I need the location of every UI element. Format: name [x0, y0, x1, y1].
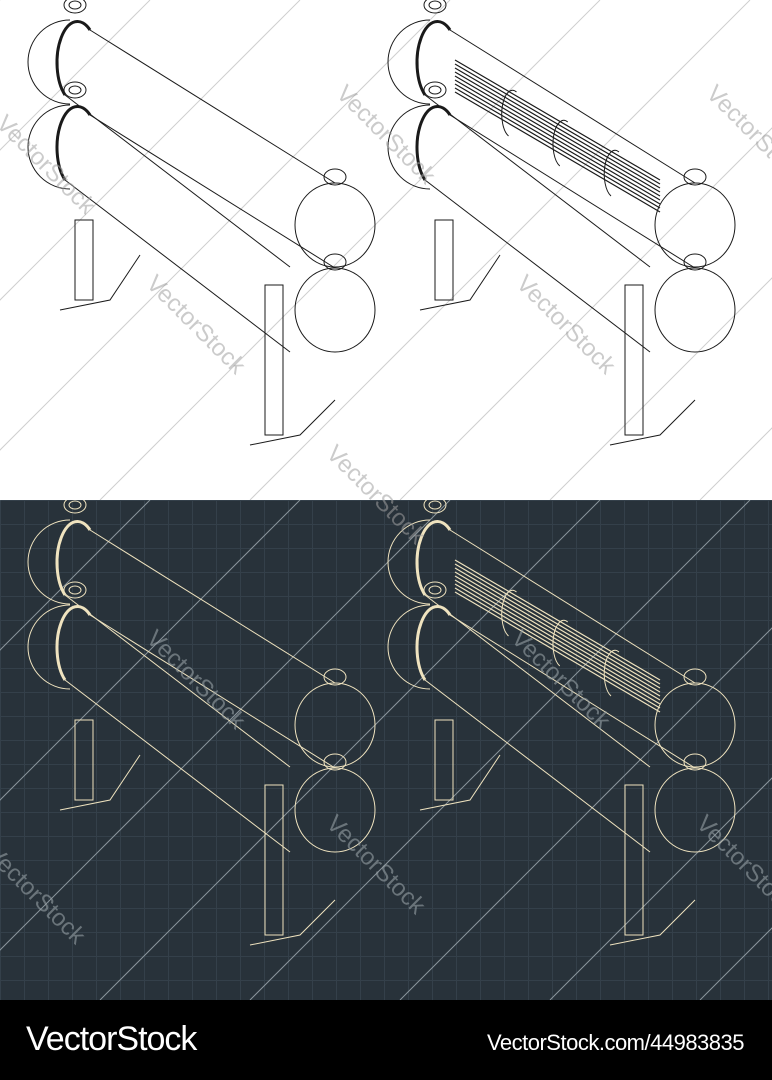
blueprint-drawing-panel: [0, 500, 772, 1000]
light-drawing-panel: [0, 0, 772, 500]
brand-logo: VectorStock: [26, 1020, 197, 1058]
image-url: VectorStock.com/44983835: [486, 1030, 745, 1055]
light-heat-exchanger-drawings: [0, 0, 772, 500]
footer-bar: [0, 1000, 772, 1080]
blueprint-heat-exchanger-drawings: [0, 500, 772, 1000]
